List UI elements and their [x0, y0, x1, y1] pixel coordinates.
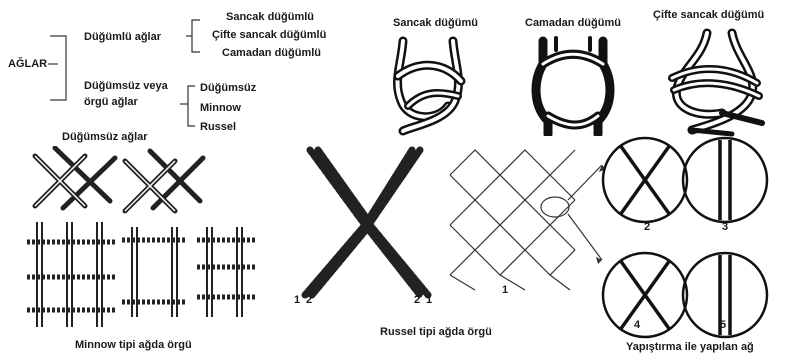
child-russel: Russel	[200, 121, 236, 133]
knot-camadan-label: Camadan düğümü	[525, 17, 621, 29]
group-knotless-label-2: örgü ağlar	[84, 96, 138, 108]
child-sancak: Sancak düğümlü	[226, 11, 314, 23]
child-cifte-sancak: Çifte sancak düğümlü	[212, 29, 326, 41]
child-dugumsuz: Düğümsüz	[200, 82, 256, 94]
group-knotless-label-1: Düğümsüz veya	[84, 80, 168, 92]
child-camadan: Camadan düğümlü	[222, 47, 321, 59]
root-bracket	[58, 36, 66, 100]
tree-brackets	[0, 0, 230, 140]
camadan-knot-illustration	[528, 36, 618, 136]
knot-sancak-label: Sancak düğümü	[393, 17, 478, 29]
group-knotted-label: Düğümlü ağlar	[84, 31, 161, 43]
caption-yapistirma: Yapıştırma ile yapılan ağ	[626, 341, 754, 353]
zoom-circle	[541, 197, 569, 217]
arrow-up	[568, 165, 602, 200]
net-mark-1: 1	[502, 284, 508, 296]
russel-mark-left-a: 1	[294, 294, 300, 306]
caption-minnow: Minnow tipi ağda örgü	[75, 339, 192, 351]
bonded-net-diagram	[440, 130, 797, 350]
minnow-net-illustration	[22, 222, 282, 332]
sancak-knot-illustration	[383, 36, 473, 136]
arrow-down	[568, 214, 602, 260]
child-minnow: Minnow	[200, 102, 241, 114]
net-mark-3: 3	[722, 221, 728, 233]
knotless-bracket	[188, 86, 195, 126]
knotless-net-illustration	[25, 146, 225, 221]
russel-mark-left-b: 2	[306, 294, 312, 306]
net-mark-5: 5	[720, 319, 726, 331]
cifte-sancak-knot-illustration	[662, 28, 772, 138]
russel-mark-right-b: 1	[426, 294, 432, 306]
russel-mark-right-a: 2	[414, 294, 420, 306]
diamond-mesh	[450, 150, 575, 290]
bond-detail-lower	[603, 253, 767, 337]
russel-braid-illustration	[290, 145, 450, 305]
net-mark-2: 2	[644, 221, 650, 233]
bond-detail-upper	[603, 138, 767, 222]
knotted-bracket	[192, 20, 200, 52]
net-mark-4: 4	[634, 319, 640, 331]
knot-cifte-label: Çifte sancak düğümü	[653, 9, 764, 21]
caption-dugumsuz: Düğümsüz ağlar	[62, 131, 148, 143]
